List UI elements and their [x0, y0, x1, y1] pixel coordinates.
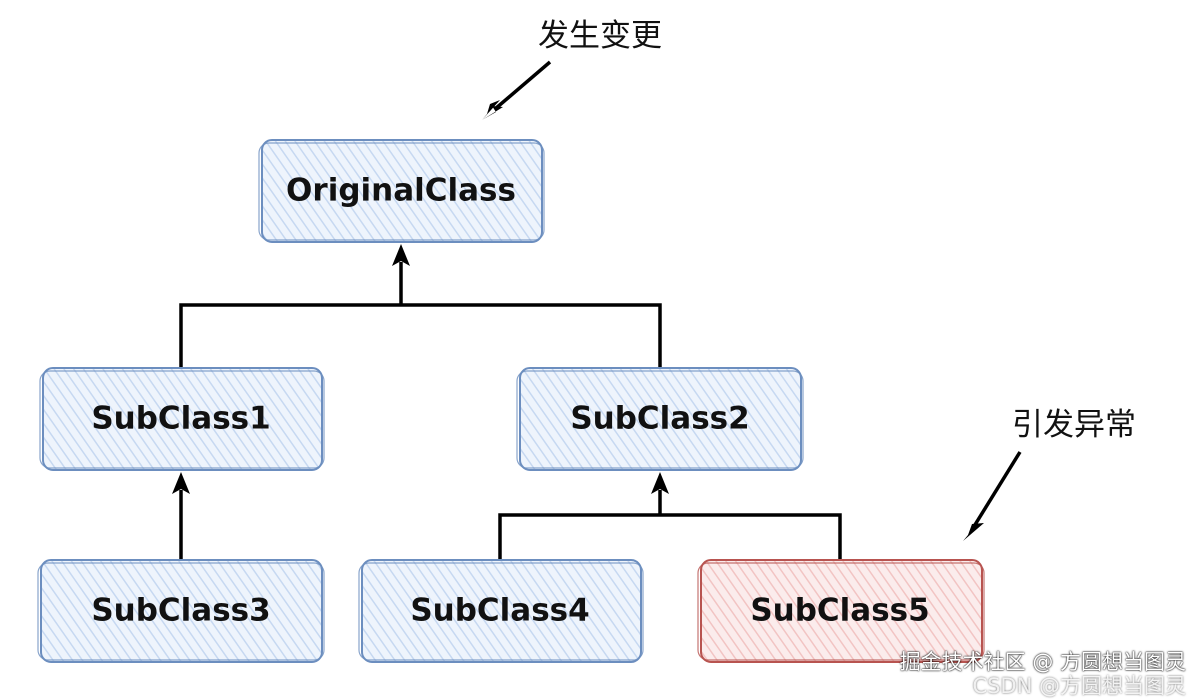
arrowhead-subclass1	[172, 472, 190, 494]
node-subclass5: SubClass5	[697, 559, 985, 663]
node-label: SubClass2	[570, 401, 749, 437]
annotation-change: 发生变更	[482, 18, 662, 120]
arrowheads	[172, 244, 669, 494]
watermark-csdn: CSDN @方圆想当图灵	[972, 673, 1186, 698]
annotation-arrowhead	[963, 523, 984, 541]
annotation-arrowhead	[482, 106, 503, 120]
watermark-juejin: 掘金技术社区 @ 方圆想当图灵	[899, 649, 1186, 674]
edge-subclass1-to-original	[179, 303, 401, 368]
watermark: 掘金技术社区 @ 方圆想当图灵 CSDN @方圆想当图灵	[900, 650, 1186, 698]
node-label: SubClass5	[750, 593, 929, 629]
node-label: SubClass4	[410, 593, 589, 629]
node-label: SubClass1	[91, 401, 270, 437]
node-subclass4: SubClass4	[358, 559, 644, 663]
annotation-arrowhead	[482, 100, 500, 120]
edge-subclass2-to-original	[401, 303, 662, 368]
annotation-label: 发生变更	[538, 18, 662, 54]
node-subclass1: SubClass1	[39, 367, 325, 471]
annotation-arrow-line	[971, 451, 1022, 529]
arrowhead-subclass2	[651, 472, 669, 494]
annotation-arrow-line	[493, 60, 552, 111]
node-original-class: OriginalClass	[258, 139, 545, 243]
annotation-error: 引发异常	[963, 407, 1136, 541]
node-label: OriginalClass	[286, 173, 516, 209]
node-subclass2: SubClass2	[516, 367, 804, 471]
node-subclass3: SubClass3	[37, 559, 325, 663]
arrowhead-original	[392, 244, 410, 266]
node-label: SubClass3	[91, 593, 270, 629]
edge-subclass4-to-subclass2	[498, 513, 660, 560]
edge-subclass5-to-subclass2	[660, 513, 842, 560]
edges	[179, 262, 842, 560]
annotation-label: 引发异常	[1012, 407, 1136, 443]
